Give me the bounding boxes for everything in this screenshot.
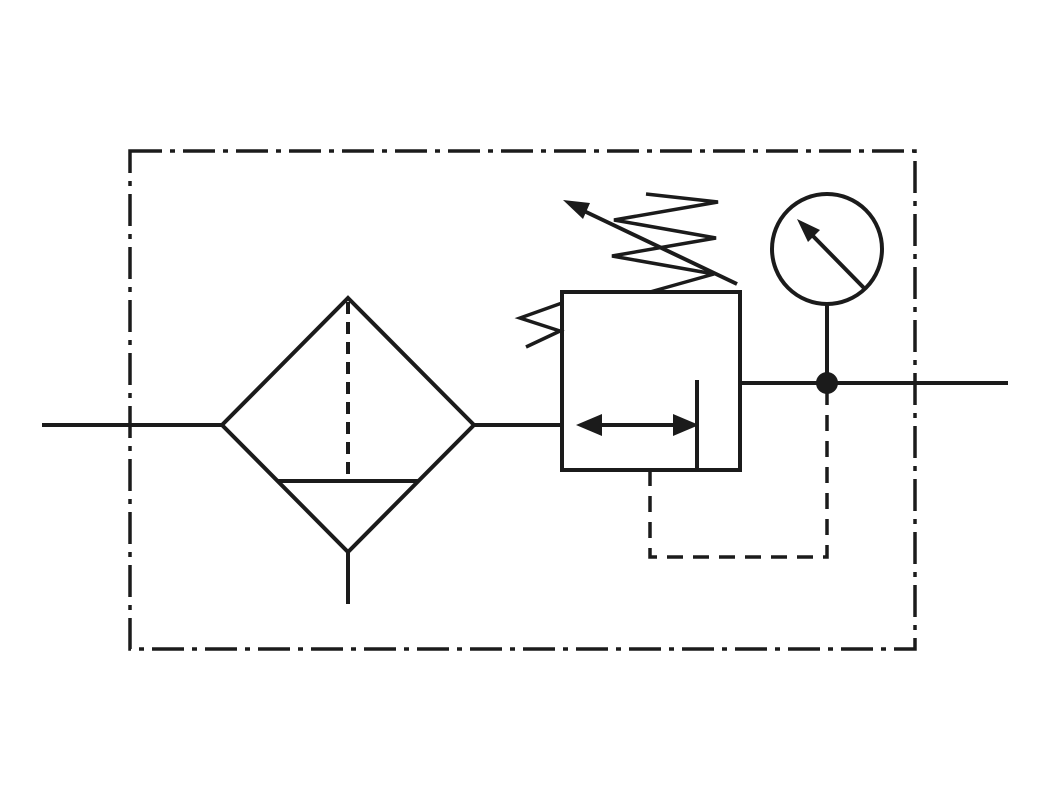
assembly-boundary <box>128 149 917 651</box>
adjustment-arrowhead <box>563 200 590 219</box>
adjustment-arrow-shaft <box>583 209 738 286</box>
boundary-box <box>128 149 917 651</box>
regulator-relief-spring <box>514 301 565 349</box>
regulator-symbol <box>514 192 742 472</box>
pilot-feedback-line <box>648 390 829 559</box>
pilot-line-path <box>648 390 829 559</box>
gauge-needle-arrowhead <box>797 219 820 242</box>
gauge-needle-shaft <box>809 232 866 290</box>
gauge-junction-dot <box>816 372 838 394</box>
regulator-body <box>560 290 742 472</box>
filter-symbol <box>219 295 562 604</box>
pressure-gauge-symbol <box>770 192 884 380</box>
regulator-flow-arrowhead-left <box>576 414 602 436</box>
regulator-flow-arrowhead-right <box>673 414 699 436</box>
regulator-spring <box>611 192 719 294</box>
